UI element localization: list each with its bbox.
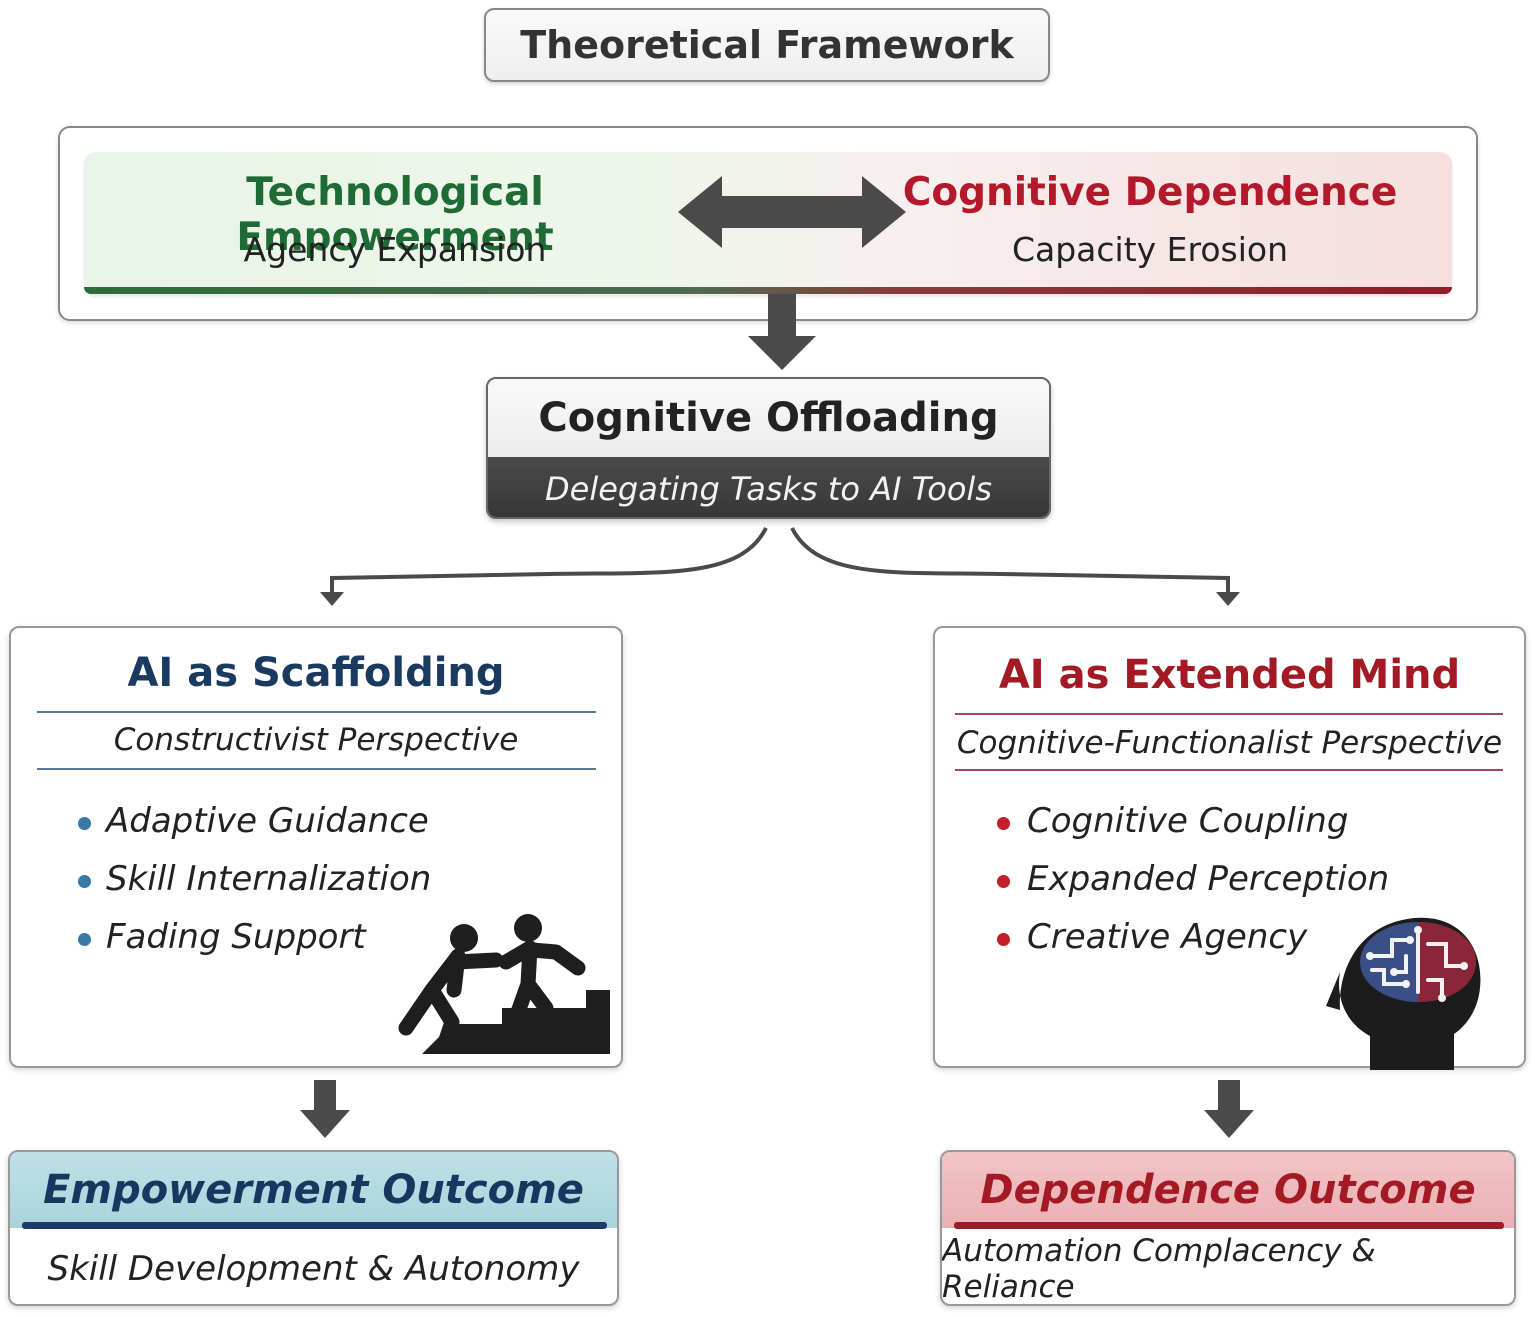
bullet-dot (997, 933, 1010, 946)
tension-underline (84, 287, 1452, 294)
scaffolding-item: Skill Internalization (106, 859, 432, 899)
dependence-outcome-result: Automation Complacency & Reliance (942, 1233, 1376, 1305)
scaffolding-subtitle: Constructivist Perspective (113, 722, 519, 758)
down-arrow-icon (748, 294, 816, 370)
extended-mind-title: AI as Extended Mind (998, 652, 1461, 698)
offloading-title: Cognitive Offloading (488, 379, 1049, 457)
climbing-help-icon (398, 914, 610, 1054)
scaffolding-rule-top (37, 711, 596, 713)
bullet-dot (78, 817, 91, 830)
framework-title: Theoretical Framework (484, 8, 1050, 82)
brain-circuit-icon (1326, 917, 1481, 1070)
double-arrow-icon (678, 176, 906, 248)
extended-mind-subtitle: Cognitive-Functionalist Perspective (956, 725, 1503, 761)
dependence-heading: Cognitive Dependence (902, 170, 1398, 215)
dependence-outcome-bar (954, 1222, 1504, 1229)
empowerment-outcome-title: Empowerment Outcome (10, 1152, 617, 1228)
branch-connector (320, 527, 1240, 606)
bullet-dot (997, 817, 1010, 830)
down-arrow-icon (1204, 1080, 1254, 1138)
bullet-dot (78, 933, 91, 946)
scaffolding-rule-bottom (37, 768, 596, 770)
extended-mind-item: Cognitive Coupling (1027, 801, 1349, 841)
dependence-subheading: Capacity Erosion (1011, 230, 1289, 269)
empowerment-outcome-bar (22, 1222, 607, 1229)
offloading-subtitle: Delegating Tasks to AI Tools (488, 457, 1049, 517)
extended-mind-rule-bottom (955, 769, 1503, 771)
down-arrow-icon (300, 1080, 350, 1138)
extended-mind-item: Expanded Perception (1027, 859, 1390, 899)
dependence-outcome-box: Dependence Outcome Automation Complacenc… (940, 1150, 1516, 1306)
scaffolding-item: Adaptive Guidance (106, 801, 429, 841)
scaffolding-title: AI as Scaffolding (127, 650, 505, 696)
cognitive-offloading-box: Cognitive Offloading Delegating Tasks to… (486, 377, 1051, 519)
scaffolding-item: Fading Support (106, 917, 366, 957)
dependence-outcome-title: Dependence Outcome (942, 1152, 1514, 1228)
bullet-dot (997, 875, 1010, 888)
bullet-dot (78, 875, 91, 888)
empowerment-outcome-result: Skill Development & Autonomy (47, 1249, 580, 1289)
empowerment-outcome-box: Empowerment Outcome Skill Development & … (8, 1150, 619, 1306)
empowerment-heading: Technological Empowerment (236, 170, 554, 260)
extended-mind-item: Creative Agency (1027, 917, 1308, 957)
extended-mind-rule-top (955, 713, 1503, 715)
empowerment-subheading: Agency Expansion (243, 230, 547, 269)
